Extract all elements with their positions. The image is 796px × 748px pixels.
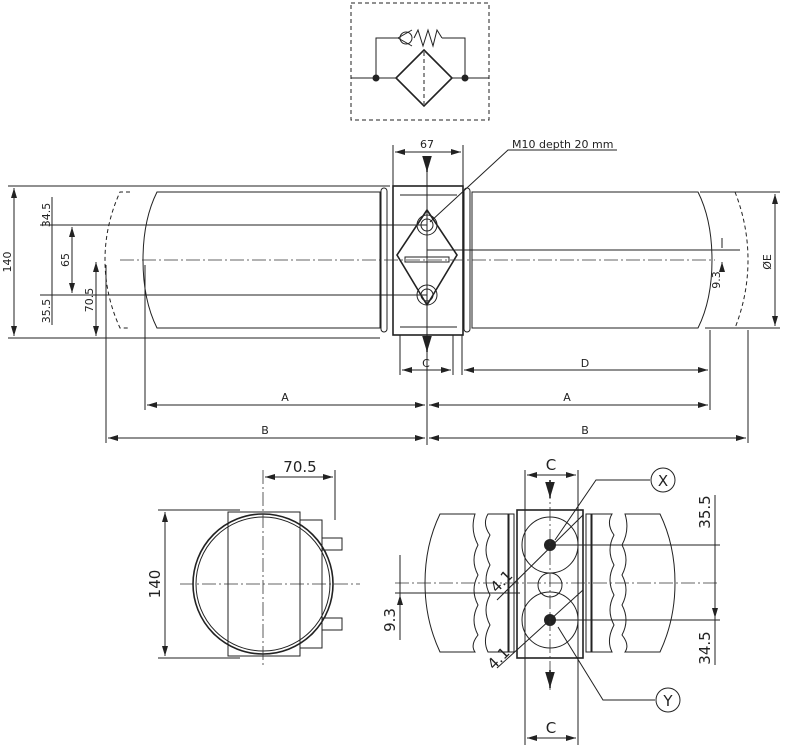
dim-d: D [581, 357, 589, 370]
port-y-label: Y [662, 692, 673, 710]
dim-70-5: 70.5 [83, 288, 96, 313]
front-dim-35-5: 35.5 [696, 495, 714, 528]
front-dim-34-5: 34.5 [696, 631, 714, 664]
front-dim-angle-upper: 4.1 [487, 567, 517, 597]
dim-a-left: A [281, 391, 289, 404]
front-dim-c-top: C [546, 456, 556, 474]
side-dim-140: 140 [146, 570, 164, 599]
dim-height-140: 140 [1, 252, 14, 273]
thread-note: M10 depth 20 mm [512, 138, 613, 151]
front-dim-c-bottom: C [546, 719, 556, 737]
dim-b-right: B [581, 424, 589, 437]
dim-diameter-e: ØE [761, 254, 774, 270]
front-dim-9-3: 9.3 [381, 608, 399, 632]
dim-9-3: 9.3 [710, 271, 723, 289]
dim-35-5: 35.5 [40, 299, 53, 324]
hydraulic-symbol [350, 2, 490, 121]
side-dim-70-5: 70.5 [283, 458, 316, 476]
front-view: C C 35.5 34.5 9.3 4.1 4.1 X Y [381, 456, 720, 745]
port-x-label: X [658, 472, 668, 490]
side-view: 70.5 140 [146, 458, 360, 665]
dim-34-5: 34.5 [40, 203, 53, 228]
dim-a-right: A [563, 391, 571, 404]
dim-c: C [422, 357, 430, 370]
dim-67: 67 [420, 138, 434, 151]
dim-b-left: B [261, 424, 269, 437]
dim-65: 65 [59, 253, 72, 267]
top-view: 140 34.5 35.5 65 70.5 67 M10 depth 20 mm… [1, 138, 780, 445]
